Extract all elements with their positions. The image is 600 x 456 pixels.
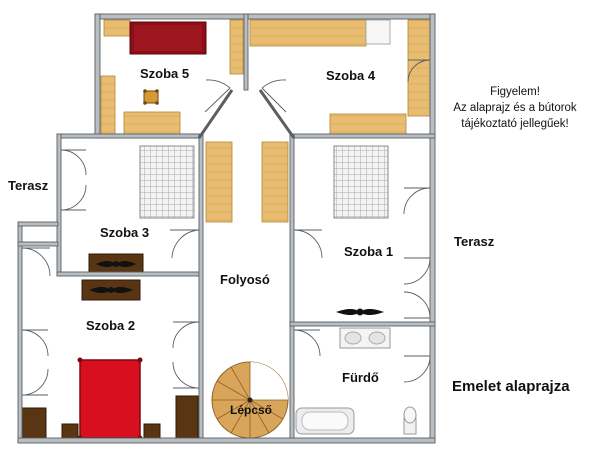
door-furdo-corridor xyxy=(293,329,321,357)
note-line: Az alaprajz és a bútorok xyxy=(453,102,577,114)
note-line: Figyelem! xyxy=(490,86,540,98)
room-label-szoba5: Szoba 5 xyxy=(140,66,190,81)
wardrobe-szoba4-top xyxy=(249,19,367,47)
door-szoba2-terrace-mid xyxy=(21,329,49,357)
lamp-icon xyxy=(336,308,384,316)
door-szoba1-corridor xyxy=(293,229,323,259)
desk-szoba4 xyxy=(329,113,407,137)
cabinet-corridor-right xyxy=(261,141,289,223)
room-label-szoba4: Szoba 4 xyxy=(326,68,376,83)
sofa-szoba5 xyxy=(103,19,131,37)
lamp-icon xyxy=(96,260,136,268)
door-szoba1-terrace-mid xyxy=(403,257,431,285)
shelf-szoba5-right xyxy=(229,19,244,75)
door-szoba5 xyxy=(204,79,231,113)
cabinet-corridor-left xyxy=(205,141,233,223)
nightstand-szoba2-left xyxy=(21,407,47,439)
bed-szoba3 xyxy=(139,145,195,219)
spiral-staircase-icon xyxy=(211,361,289,439)
furniture xyxy=(21,19,431,441)
door-szoba3-terrace-top xyxy=(60,149,87,176)
door-furdo-terrace xyxy=(403,355,431,383)
door-szoba3-corridor xyxy=(170,229,200,259)
door-szoba1-terrace-bot xyxy=(403,291,431,319)
note-line: tájékoztató jellegűek! xyxy=(461,118,569,130)
disclaimer-note: Figyelem! Az alaprajz és a bútorok tájék… xyxy=(440,84,590,132)
door-szoba4-right xyxy=(407,59,431,83)
door-szoba2-terrace-top xyxy=(21,247,51,277)
door-szoba2-right-bot xyxy=(172,361,200,389)
room-label-terasz-right: Terasz xyxy=(454,234,495,249)
toilet-icon xyxy=(403,406,417,435)
room-label-szoba1: Szoba 1 xyxy=(344,244,394,259)
cabinet-szoba2-right xyxy=(175,395,199,439)
floor-plan-title: Emelet alaprajza xyxy=(452,378,570,395)
room-label-szoba3: Szoba 3 xyxy=(100,225,150,240)
room-label-szoba2: Szoba 2 xyxy=(86,318,136,333)
door-szoba2-terrace-bot xyxy=(21,368,49,396)
nightstand-szoba2-mid xyxy=(61,423,79,439)
nightstand-szoba2-right xyxy=(143,423,161,439)
bed-szoba2 xyxy=(79,359,141,439)
double-sink-icon xyxy=(339,327,391,349)
desk-szoba5 xyxy=(123,111,181,135)
room-label-terasz-left: Terasz xyxy=(8,178,49,193)
room-label-furdo: Fürdő xyxy=(342,370,379,385)
door-szoba4 xyxy=(261,79,287,113)
chair-icon xyxy=(143,89,159,105)
room-label-lepcso: Lépcső xyxy=(230,403,273,417)
bathtub-icon xyxy=(295,407,355,435)
cabinet-szoba5-left xyxy=(100,75,116,137)
bed-szoba1 xyxy=(333,145,389,219)
lamp-icon xyxy=(89,286,133,294)
door-szoba1-terrace-top xyxy=(403,187,431,215)
walls xyxy=(17,13,436,444)
cabinet-szoba4-right xyxy=(407,19,431,117)
doors xyxy=(21,59,431,396)
sink-szoba4 xyxy=(365,19,391,45)
room-label-folyoso: Folyosó xyxy=(220,272,270,287)
door-szoba2-right-top xyxy=(172,321,200,349)
door-szoba3-terrace-bot xyxy=(60,184,87,211)
